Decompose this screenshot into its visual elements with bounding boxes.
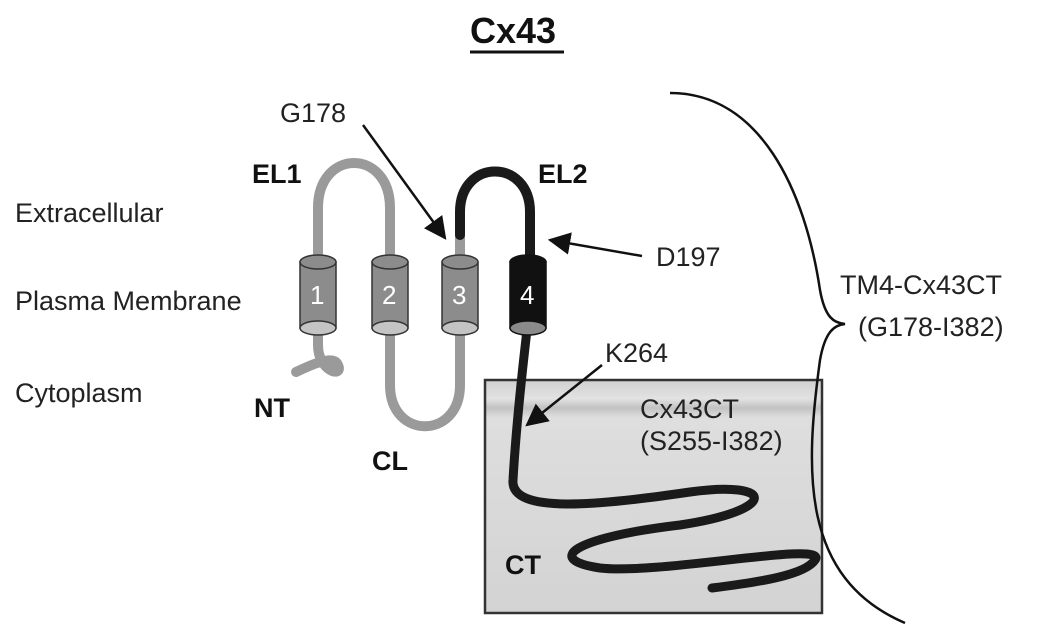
nt-strand: [291, 325, 344, 377]
tm1-label: 1: [310, 280, 324, 310]
region-plasma-membrane: Plasma Membrane: [15, 286, 242, 316]
diagram-title: Cx43: [470, 10, 556, 51]
tm3-cylinder: 3: [441, 254, 479, 336]
tm2-label: 2: [382, 280, 396, 310]
el2-label: EL2: [538, 159, 588, 189]
nt-label: NT: [254, 393, 290, 423]
region-extracellular: Extracellular: [15, 198, 164, 228]
bracket-name: TM4-Cx43CT: [840, 270, 1002, 300]
cx43ct-box-range: (S255-I382): [640, 426, 783, 456]
tm1-cylinder: 1: [299, 254, 337, 336]
el2-strand: [455, 166, 535, 273]
cl-label: CL: [372, 446, 408, 476]
tm4-cx43ct-bracket: [669, 91, 906, 625]
tm2-cylinder: 2: [371, 254, 409, 336]
g178-label: G178: [280, 98, 346, 128]
tm4-label: 4: [520, 280, 534, 310]
tm4-cylinder: 4: [509, 254, 547, 336]
ct-strand: [508, 325, 821, 593]
bracket-range: (G178-I382): [858, 312, 1004, 342]
k264-label: K264: [605, 338, 668, 368]
d197-arrow: [547, 232, 643, 258]
el1-strand: [313, 158, 395, 273]
g178-arrow: [361, 124, 447, 240]
region-cytoplasm: Cytoplasm: [15, 378, 143, 408]
d197-label: D197: [656, 242, 721, 272]
el1-label: EL1: [252, 159, 302, 189]
ct-label: CT: [505, 550, 541, 580]
cl-strand: [385, 325, 465, 432]
k264-arrow: [525, 364, 603, 427]
tm3-label: 3: [452, 280, 466, 310]
cx43ct-box-name: Cx43CT: [640, 394, 739, 424]
